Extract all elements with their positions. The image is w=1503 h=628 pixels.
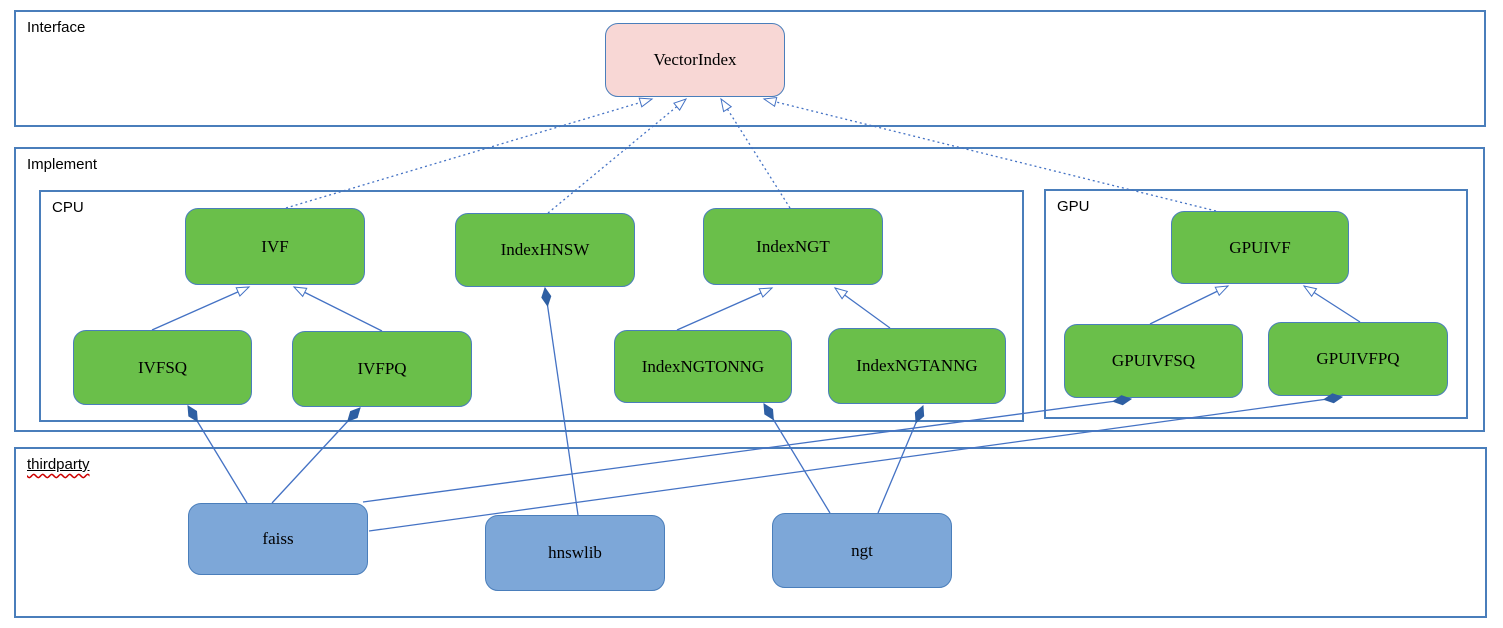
node-gpuivfsq[interactable]: GPUIVFSQ: [1064, 324, 1243, 398]
node-ivfpq[interactable]: IVFPQ: [292, 331, 472, 407]
node-faiss[interactable]: faiss: [188, 503, 368, 575]
node-ivfsq[interactable]: IVFSQ: [73, 330, 252, 405]
node-ivf-label: IVF: [261, 236, 289, 256]
node-vectorindex[interactable]: VectorIndex: [605, 23, 785, 97]
node-gpuivfpq-label: GPUIVFPQ: [1316, 349, 1400, 368]
node-indexhnsw-label: IndexHNSW: [500, 240, 590, 259]
node-vectorindex-label: VectorIndex: [653, 50, 737, 69]
section-implement-label: Implement: [27, 156, 98, 173]
node-ngt-label: ngt: [851, 540, 873, 560]
node-indexhnsw[interactable]: IndexHNSW: [455, 213, 635, 287]
node-ngt[interactable]: ngt: [772, 513, 952, 588]
node-hnswlib-label: hnswlib: [548, 543, 602, 562]
node-faiss-label: faiss: [262, 529, 294, 548]
node-ivfsq-label: IVFSQ: [137, 357, 188, 377]
node-hnswlib[interactable]: hnswlib: [485, 515, 665, 591]
node-gpuivfsq-label: GPUIVFSQ: [1111, 351, 1196, 370]
node-ivfpq-label: IVFPQ: [357, 359, 407, 378]
node-indexngtanng-label: IndexNGTANNG: [856, 356, 978, 375]
node-gpuivf[interactable]: GPUIVF: [1171, 211, 1349, 284]
node-indexngtanng[interactable]: IndexNGTANNG: [828, 328, 1006, 404]
node-gpuivfpq[interactable]: GPUIVFPQ: [1268, 322, 1448, 396]
spellcheck-underline: thirdparty: [27, 456, 90, 473]
section-interface-label: Interface: [27, 19, 86, 36]
node-indexngtonng[interactable]: IndexNGTONNG: [614, 330, 792, 403]
node-indexngtonng-label: IndexNGTONNG: [641, 356, 765, 376]
node-gpuivf-label: GPUIVF: [1229, 237, 1291, 257]
node-indexngt[interactable]: IndexNGT: [703, 208, 883, 285]
section-thirdparty-label: thirdparty: [27, 456, 90, 473]
node-ivf[interactable]: IVF: [185, 208, 365, 285]
section-gpu-label: GPU: [1057, 198, 1090, 215]
node-indexngt-label: IndexNGT: [756, 236, 830, 256]
section-cpu-label: CPU: [52, 199, 84, 216]
